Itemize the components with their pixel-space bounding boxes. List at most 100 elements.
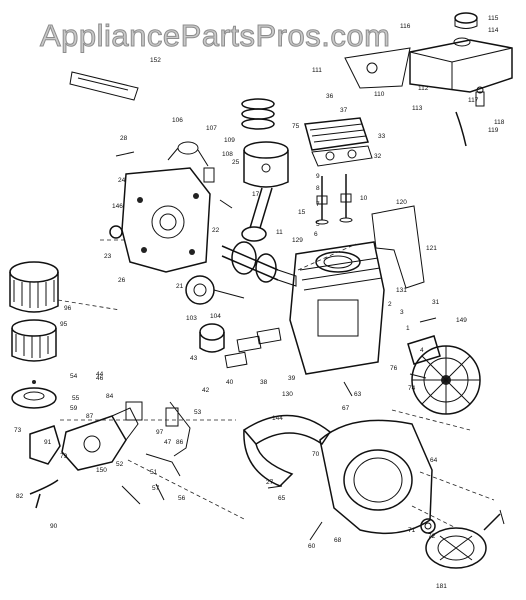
head-gasket[interactable] [311, 145, 373, 167]
valves[interactable] [315, 174, 353, 225]
callout-86: 86 [176, 439, 184, 446]
callout-146: 146 [112, 203, 123, 210]
callout-115: 115 [488, 15, 499, 22]
crankcase-cover[interactable] [121, 167, 211, 273]
callout-55: 55 [72, 395, 80, 402]
callout-42: 42 [202, 387, 210, 394]
callout-119: 119 [488, 127, 499, 134]
callout-129: 129 [292, 237, 303, 244]
callout-130: 130 [282, 391, 293, 398]
callout-104: 104 [210, 313, 221, 320]
callout-7: 7 [316, 201, 320, 208]
callout-24: 24 [118, 177, 126, 184]
callout-6: 6 [314, 231, 318, 238]
callout-96: 96 [64, 305, 72, 312]
fuel-cap[interactable] [454, 12, 478, 29]
callout-40: 40 [226, 379, 234, 386]
ignition-module[interactable] [407, 335, 441, 365]
intake-gaskets[interactable] [224, 327, 282, 369]
callout-95: 95 [60, 321, 68, 328]
carburetor[interactable] [61, 407, 139, 471]
governor-linkage[interactable] [145, 401, 191, 477]
callout-103: 103 [186, 315, 197, 322]
callout-87: 87 [86, 413, 94, 420]
callout-114: 114 [488, 27, 499, 34]
callout-109: 109 [224, 137, 235, 144]
callout-107: 107 [206, 125, 217, 132]
callout-37: 37 [340, 107, 348, 114]
callout-149: 149 [456, 317, 467, 324]
governor-assembly[interactable] [167, 141, 215, 183]
callout-65: 65 [278, 495, 286, 502]
callout-113: 113 [412, 105, 423, 112]
callout-17: 17 [252, 191, 260, 198]
callout-79: 79 [60, 453, 68, 460]
oil-seal[interactable] [109, 225, 123, 239]
air-filter-element[interactable] [11, 319, 57, 362]
callout-108: 108 [222, 151, 233, 158]
part-number-labels: 1151141161111121131171181191103637152753… [14, 15, 505, 590]
air-cleaner-cover[interactable] [9, 261, 59, 313]
fuel-pipe[interactable] [29, 479, 59, 509]
carb-gasket[interactable] [125, 401, 143, 421]
callout-71: 71 [408, 527, 416, 534]
fuel-tank[interactable] [409, 37, 513, 93]
fuel-shutoff-valve[interactable] [475, 86, 485, 107]
callout-118: 118 [494, 119, 505, 126]
tank-bracket[interactable] [344, 47, 411, 89]
connecting-rod[interactable] [241, 187, 273, 242]
callout-82: 82 [16, 493, 24, 500]
camshaft-gear[interactable] [185, 275, 245, 305]
flywheel[interactable] [411, 345, 481, 415]
fasteners[interactable] [115, 151, 505, 541]
piston[interactable] [243, 141, 289, 188]
callout-57: 57 [152, 485, 160, 492]
callout-116: 116 [400, 23, 411, 30]
callout-67: 67 [342, 405, 350, 412]
callout-52: 52 [116, 461, 124, 468]
callout-5: 5 [316, 221, 320, 228]
piston-rings[interactable] [241, 98, 275, 130]
blower-housing[interactable] [319, 419, 433, 535]
callout-63: 63 [354, 391, 362, 398]
callout-3: 3 [400, 309, 404, 316]
crankshaft[interactable] [221, 241, 297, 287]
callout-97: 97 [156, 429, 164, 436]
callout-53: 53 [194, 409, 202, 416]
decal-strip[interactable] [69, 71, 139, 101]
callout-121: 121 [426, 245, 437, 252]
callout-9: 9 [316, 173, 320, 180]
callout-51: 51 [150, 469, 158, 476]
callout-111: 111 [312, 67, 322, 74]
callout-28: 28 [120, 135, 128, 142]
cylinder-shield[interactable] [371, 205, 425, 289]
callout-44: 44 [96, 371, 104, 378]
callout-144: 144 [272, 415, 283, 422]
cylinder-block[interactable] [289, 241, 385, 375]
assembly-lines [57, 239, 495, 529]
callout-11: 11 [276, 229, 283, 236]
callout-72: 72 [428, 533, 436, 540]
callout-73: 73 [14, 427, 22, 434]
callout-43: 43 [190, 355, 198, 362]
callout-117: 117 [468, 97, 479, 104]
callout-10: 10 [360, 195, 368, 202]
carburetor-bowl[interactable] [29, 425, 61, 465]
callout-56: 56 [178, 495, 186, 502]
starter-pulley[interactable] [420, 518, 436, 534]
watermark-text: AppliancePartsPros.com [39, 18, 391, 54]
callout-39: 39 [288, 375, 296, 382]
callout-31: 31 [432, 299, 440, 306]
callout-1: 1 [406, 325, 410, 332]
muffler[interactable] [199, 323, 225, 353]
cylinder-head[interactable] [304, 117, 369, 151]
air-cleaner-base[interactable] [11, 380, 57, 409]
callout-23: 23 [104, 253, 112, 260]
callout-70: 70 [312, 451, 320, 458]
fuel-line[interactable] [455, 111, 467, 147]
callout-21: 21 [176, 283, 184, 290]
callout-60: 60 [308, 543, 316, 550]
recoil-starter[interactable] [425, 513, 501, 569]
callout-74: 74 [408, 385, 416, 392]
